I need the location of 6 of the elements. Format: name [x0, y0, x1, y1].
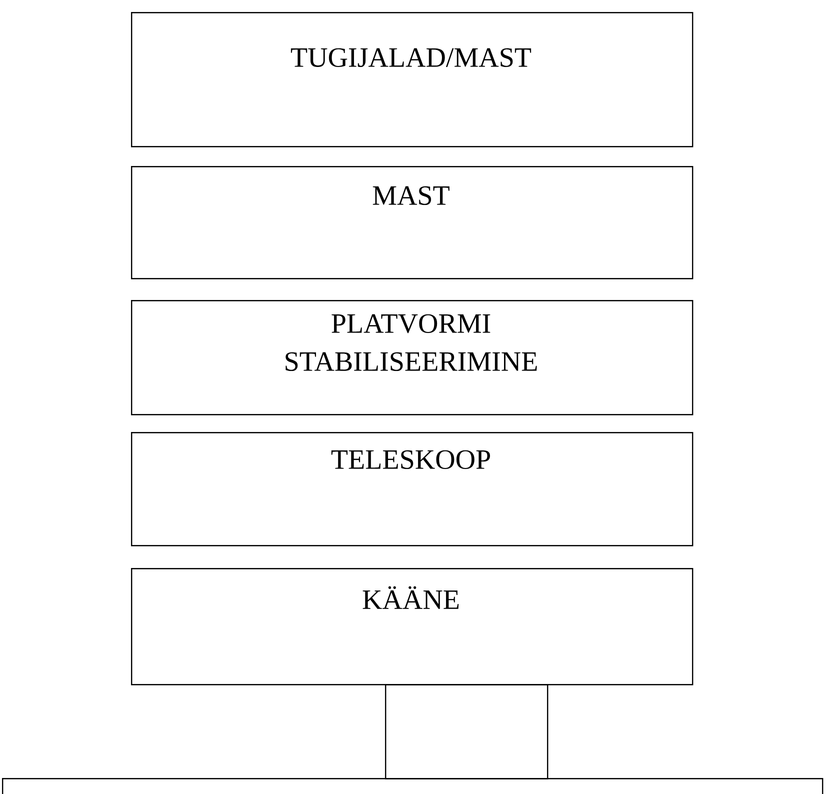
process-box: TUGIJALAD/MAST: [131, 12, 694, 148]
rectangle: [385, 684, 548, 780]
process-box: KÄÄNE: [131, 568, 694, 686]
process-box: MAST: [131, 166, 694, 280]
process-box: TELESKOOP: [131, 432, 694, 546]
process-box: PLATVORMI STABILISEERIMINE: [131, 300, 694, 416]
